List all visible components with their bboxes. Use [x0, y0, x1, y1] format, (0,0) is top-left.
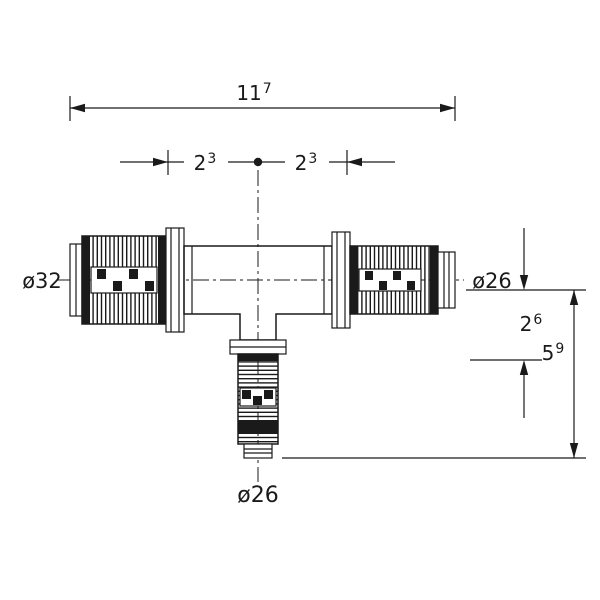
arrowhead-down	[569, 443, 579, 458]
bottom-diameter-label: ø26	[237, 483, 278, 508]
right-press-sleeve	[349, 245, 439, 315]
fitting	[69, 227, 456, 459]
left-press-sleeve	[81, 235, 167, 325]
right-offset-label: 23	[295, 151, 318, 175]
arrowhead-left	[347, 157, 362, 167]
branch-upper-label: 26	[520, 312, 543, 336]
dim-branch-vertical: 26 59	[282, 228, 586, 459]
dim-branch-offsets: 23 23	[120, 147, 395, 176]
branch-total-label: 59	[542, 341, 565, 365]
arrowhead-down	[519, 275, 529, 290]
arrowhead-up	[569, 290, 579, 305]
arrowhead-left	[70, 103, 85, 113]
left-offset-label: 23	[194, 151, 217, 175]
center-reference-dot	[253, 157, 263, 167]
branch-flange	[229, 339, 287, 355]
left-diameter-label: ø32	[22, 269, 62, 293]
diameter-labels: ø32 ø26 ø26	[22, 269, 512, 508]
arrowhead-up	[519, 360, 529, 375]
dim-overall-length: 117	[69, 81, 456, 121]
left-end-cap	[69, 243, 83, 317]
overall-length-label: 117	[236, 81, 271, 105]
right-diameter-label: ø26	[472, 269, 512, 293]
left-flange	[165, 227, 185, 333]
branch-end-cap	[243, 443, 273, 459]
branch-press-sleeve	[237, 353, 279, 445]
arrowhead-right	[153, 157, 168, 167]
arrowhead-right	[440, 103, 455, 113]
right-end-cap	[437, 251, 456, 309]
right-flange	[331, 231, 351, 329]
